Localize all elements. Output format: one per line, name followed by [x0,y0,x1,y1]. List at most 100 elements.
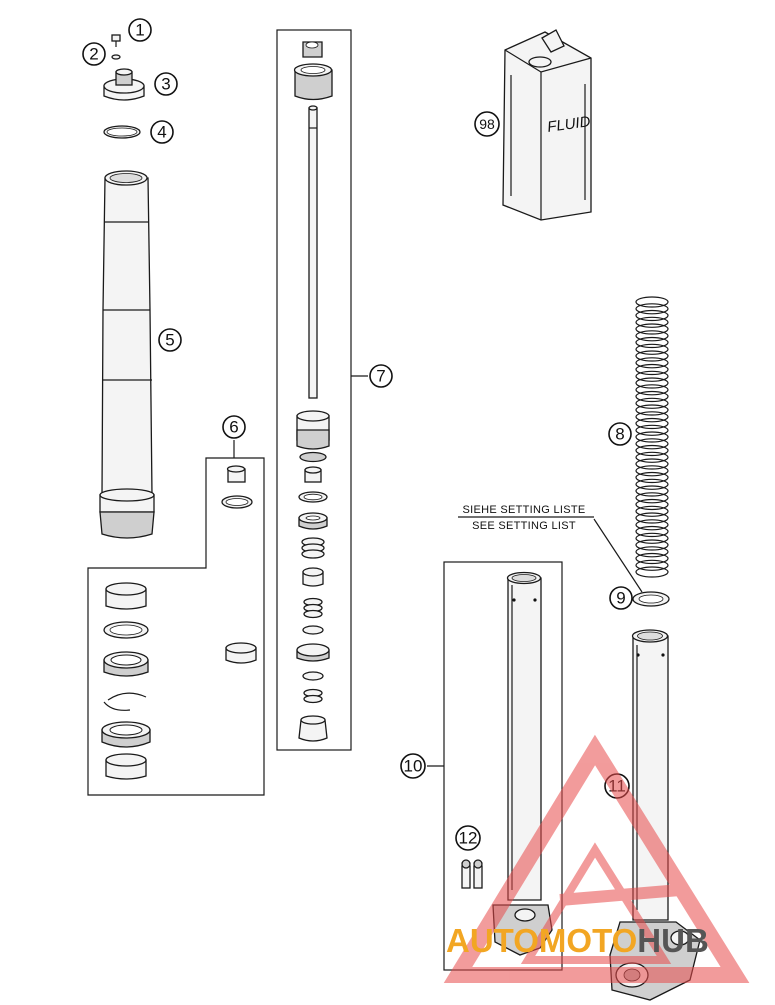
dust-seal [101,721,151,748]
callout-4: 4 [150,120,174,144]
spring-coil [635,417,669,430]
base-valve [296,643,330,662]
small-bushing [226,465,246,483]
spring-coil [635,525,669,538]
svg-text:4: 4 [157,123,166,142]
guide-bushing [105,582,147,610]
svg-text:2: 2 [89,45,98,64]
wm-to: TO [494,922,539,959]
fork-spring [635,296,669,578]
spring-coil [635,384,669,396]
spring-coil [635,458,669,470]
watermark-logo: AUTOMOTOHUB [446,922,709,959]
top-nut [302,41,323,58]
svg-text:98: 98 [479,116,495,132]
spring-coil [635,424,669,436]
check-spring [303,597,323,619]
spring-coil [635,498,669,511]
valve-body [302,567,324,587]
wm-moto: MOTO [539,922,637,959]
svg-text:10: 10 [404,757,423,776]
spacer-washer [302,625,324,635]
callout-98: 98 [474,111,500,137]
wm-hub: HUB [637,922,709,959]
small-washer [221,495,253,509]
callout-1: 1 [128,18,152,42]
spring-coil [635,350,669,362]
spring-coil [635,411,669,423]
spring-coil [635,323,669,335]
svg-text:6: 6 [229,418,238,437]
spring-coil [635,465,669,477]
callout-6: 6 [222,415,246,439]
watermark [443,734,750,983]
spring-coil [635,559,669,571]
spring-coil [635,316,669,328]
svg-text:AUTOMOTOHUB: AUTOMOTOHUB [446,922,709,959]
spring-coil [635,390,669,403]
spring-coil [635,471,669,484]
callout-8: 8 [608,422,632,446]
spring-coil [635,363,669,376]
spring-washer [632,591,670,607]
svg-text:5: 5 [165,331,174,350]
callout-3: 3 [154,72,178,96]
spring-coil [635,451,669,463]
callout-2: 2 [82,42,106,66]
valve-spring [301,537,325,559]
spring-coil [635,552,669,565]
spring-coil [635,485,669,497]
callout-7: 7 [369,364,393,388]
spring-coil [635,539,669,551]
callout-9: 9 [609,586,633,610]
spring-coil [635,303,669,315]
spring-coil [635,566,669,578]
svg-text:3: 3 [161,75,170,94]
spring-coil [635,370,669,382]
split-bushing [225,642,257,664]
spring-coil [635,546,669,558]
spring-coil [635,438,669,450]
callout-5: 5 [158,328,182,352]
wm-au: AU [446,922,494,959]
svg-text:7: 7 [376,367,385,386]
spring-coil [635,397,669,409]
setting-note-de: SIEHE SETTING LISTE [462,504,585,516]
cap-oring [103,125,141,139]
cap-screw [111,34,121,47]
spring-coil [635,519,669,531]
spring-coil [635,532,669,544]
base-washer-small [302,671,324,704]
spring-coil [635,330,669,342]
svg-text:12: 12 [459,829,478,848]
lower-bushing [105,753,147,780]
svg-text:1: 1 [135,21,144,40]
fluid-label: FLUID [546,113,591,136]
spring-coil [635,512,669,524]
spring-coil [635,336,669,349]
callout-12: 12 [455,825,481,851]
seal-kit-frame [87,457,265,796]
svg-text:8: 8 [615,425,624,444]
spring-coil [635,309,669,322]
spring-coil [635,343,669,355]
piston-assembly [296,410,330,450]
axle-clamp-bolts [461,859,483,889]
cartridge-frame [276,29,352,751]
callout-10: 10 [400,753,426,779]
svg-text:9: 9 [616,589,625,608]
retaining-clip [103,692,147,711]
top-cap-cartridge [293,63,333,101]
spring-coil [635,444,669,457]
washer-stack [298,451,328,530]
spring-coil [635,377,669,389]
base-valve-housing [298,715,328,742]
fluid-can: FLUID [502,29,592,221]
setting-note: SIEHE SETTING LISTE SEE SETTING LIST [458,504,594,532]
spring-coil [635,478,669,490]
spring-coil [635,431,669,443]
spring-coil [635,357,669,369]
oil-seal [103,651,149,677]
outer-tube [99,170,155,539]
